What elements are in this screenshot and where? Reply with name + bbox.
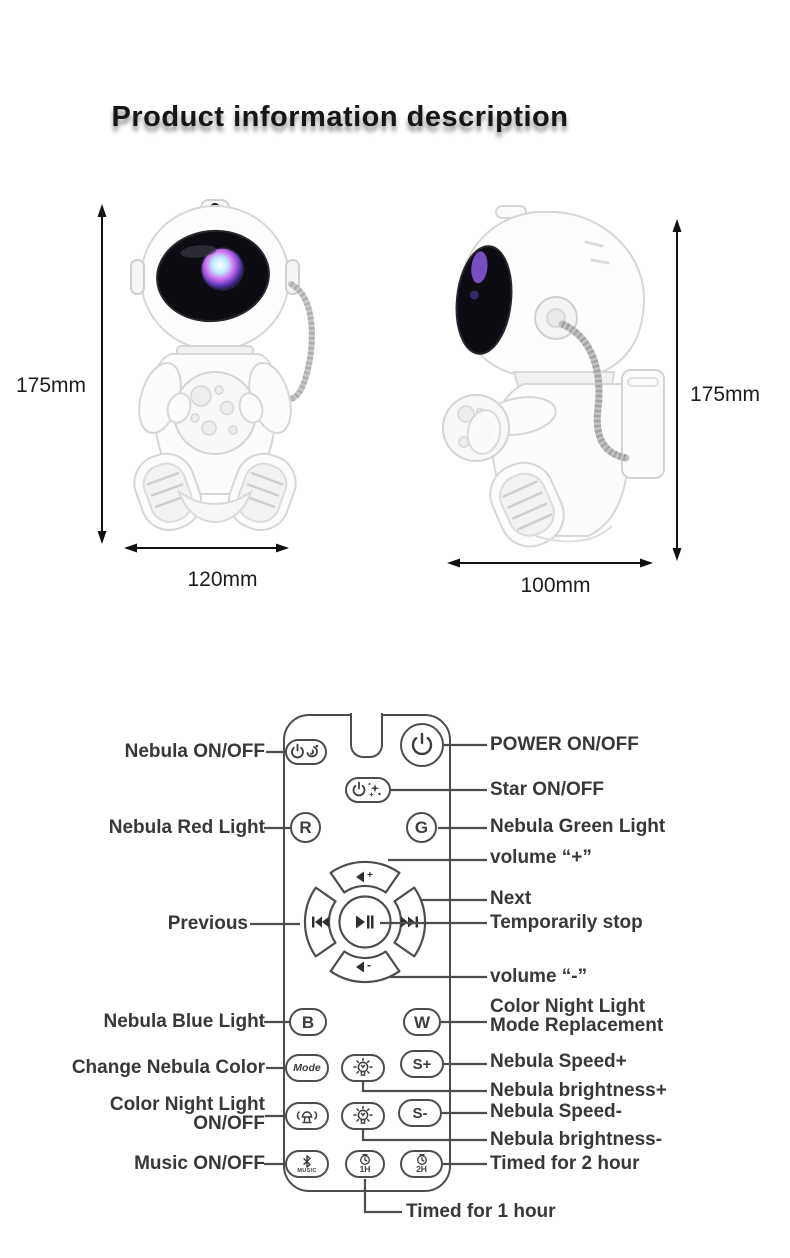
label-nebula-green: Nebula Green Light bbox=[490, 816, 666, 837]
label-previous: Previous bbox=[167, 913, 248, 934]
dpad-cluster: + - bbox=[303, 860, 427, 984]
nebula-speed-plus-button[interactable]: S+ bbox=[400, 1050, 444, 1078]
power-icon bbox=[411, 732, 433, 756]
white-button-label: W bbox=[413, 1012, 431, 1032]
label-next: Next bbox=[490, 888, 532, 909]
remote-top-notch bbox=[350, 713, 383, 758]
label-nebula-blue: Nebula Blue Light bbox=[103, 1011, 266, 1032]
label-cnl-onoff-line2: ON/OFF bbox=[193, 1112, 265, 1134]
power-onoff-button[interactable] bbox=[400, 723, 444, 767]
label-nebula-brightness-plus: Nebula brightness+ bbox=[490, 1080, 667, 1101]
label-nebula-speed-plus: Nebula Speed+ bbox=[490, 1051, 627, 1072]
backpack bbox=[621, 369, 665, 479]
star-power-icon bbox=[352, 781, 381, 797]
label-music-onoff: Music ON/OFF bbox=[134, 1153, 265, 1174]
star-onoff-button[interactable] bbox=[345, 777, 391, 803]
nebula-blue-button[interactable]: B bbox=[289, 1008, 327, 1036]
clock-icon bbox=[360, 1154, 370, 1165]
label-power-onoff: POWER ON/OFF bbox=[490, 734, 639, 755]
label-nebula-onoff: Nebula ON/OFF bbox=[124, 741, 265, 762]
change-nebula-color-button[interactable]: Mode bbox=[285, 1054, 329, 1082]
product-image-side bbox=[442, 205, 665, 548]
bulb-icon bbox=[353, 1057, 373, 1076]
label-cnl-onoff-line1: Color Night Light bbox=[109, 1094, 265, 1115]
side-height-dimension: 175mm bbox=[690, 383, 761, 406]
bulb-icon bbox=[353, 1105, 373, 1124]
label-color-night-light-onoff: Color Night Light ON/OFF bbox=[109, 1094, 265, 1134]
front-height-dimension: 175mm bbox=[15, 374, 86, 397]
astronaut-side bbox=[442, 205, 665, 548]
label-nebula-brightness-minus: Nebula brightness- bbox=[490, 1129, 663, 1150]
nebula-speed-minus-button[interactable]: S- bbox=[398, 1099, 442, 1127]
mode-button-label: Mode bbox=[293, 1061, 321, 1074]
blue-button-label: B bbox=[301, 1012, 315, 1032]
label-timed-2h: Timed for 2 hour bbox=[490, 1153, 640, 1174]
clock-icon bbox=[416, 1154, 427, 1165]
timer-1h-button[interactable]: 1H bbox=[345, 1150, 385, 1178]
volume-down-button[interactable] bbox=[329, 950, 401, 984]
speaker-plus-icon: + bbox=[356, 870, 373, 883]
front-width-dimension: 120mm bbox=[187, 568, 258, 591]
label-cnl-mode-line1: Color Night Light bbox=[490, 996, 646, 1017]
play-pause-icon bbox=[356, 915, 374, 929]
nebula-red-button[interactable]: R bbox=[290, 812, 321, 843]
speed-minus-label: S- bbox=[412, 1104, 428, 1122]
music-button-label: MUSIC bbox=[297, 1167, 317, 1174]
timer-2h-label: 2H bbox=[416, 1164, 427, 1174]
white-night-light-button[interactable]: W bbox=[403, 1008, 441, 1036]
volume-up-button[interactable] bbox=[329, 860, 401, 894]
timer-1h-label: 1H bbox=[359, 1164, 371, 1174]
label-change-nebula-color: Change Nebula Color bbox=[71, 1057, 265, 1078]
label-cnl-mode-line2: Mode Replacement bbox=[490, 1014, 664, 1036]
speaker-minus-icon: - bbox=[356, 958, 371, 973]
label-nebula-speed-minus: Nebula Speed- bbox=[490, 1101, 622, 1122]
page-title: Product information description bbox=[111, 101, 569, 133]
astronaut-front bbox=[130, 199, 315, 531]
label-volume-plus: volume “+” bbox=[490, 847, 592, 868]
label-volume-minus: volume “-” bbox=[490, 966, 588, 987]
svg-text:-: - bbox=[367, 958, 371, 972]
red-button-label: R bbox=[299, 818, 312, 837]
label-timed-1h: Timed for 1 hour bbox=[406, 1201, 556, 1222]
nebula-onoff-button[interactable] bbox=[285, 739, 327, 765]
label-nebula-red: Nebula Red Light bbox=[108, 817, 265, 838]
nebula-brightness-minus-button[interactable] bbox=[341, 1102, 385, 1130]
night-light-icon bbox=[296, 1111, 318, 1124]
nebula-brightness-plus-button[interactable] bbox=[341, 1054, 385, 1082]
label-star-onoff: Star ON/OFF bbox=[490, 779, 605, 800]
nebula-green-button[interactable]: G bbox=[406, 812, 437, 843]
bluetooth-icon bbox=[303, 1154, 311, 1168]
svg-text:+: + bbox=[367, 870, 373, 881]
timer-2h-button[interactable]: 2H bbox=[400, 1150, 443, 1178]
nebula-power-icon bbox=[291, 743, 319, 759]
music-onoff-button[interactable]: MUSIC bbox=[285, 1150, 329, 1178]
label-temporarily-stop: Temporarily stop bbox=[490, 912, 643, 933]
previous-icon bbox=[312, 916, 329, 928]
color-night-light-onoff-button[interactable] bbox=[285, 1102, 329, 1130]
side-width-dimension: 100mm bbox=[520, 574, 591, 597]
label-color-night-light-mode: Color Night Light Mode Replacement bbox=[490, 996, 664, 1036]
product-image-front bbox=[130, 199, 315, 531]
green-button-label: G bbox=[414, 818, 429, 837]
speed-plus-label: S+ bbox=[412, 1055, 432, 1073]
